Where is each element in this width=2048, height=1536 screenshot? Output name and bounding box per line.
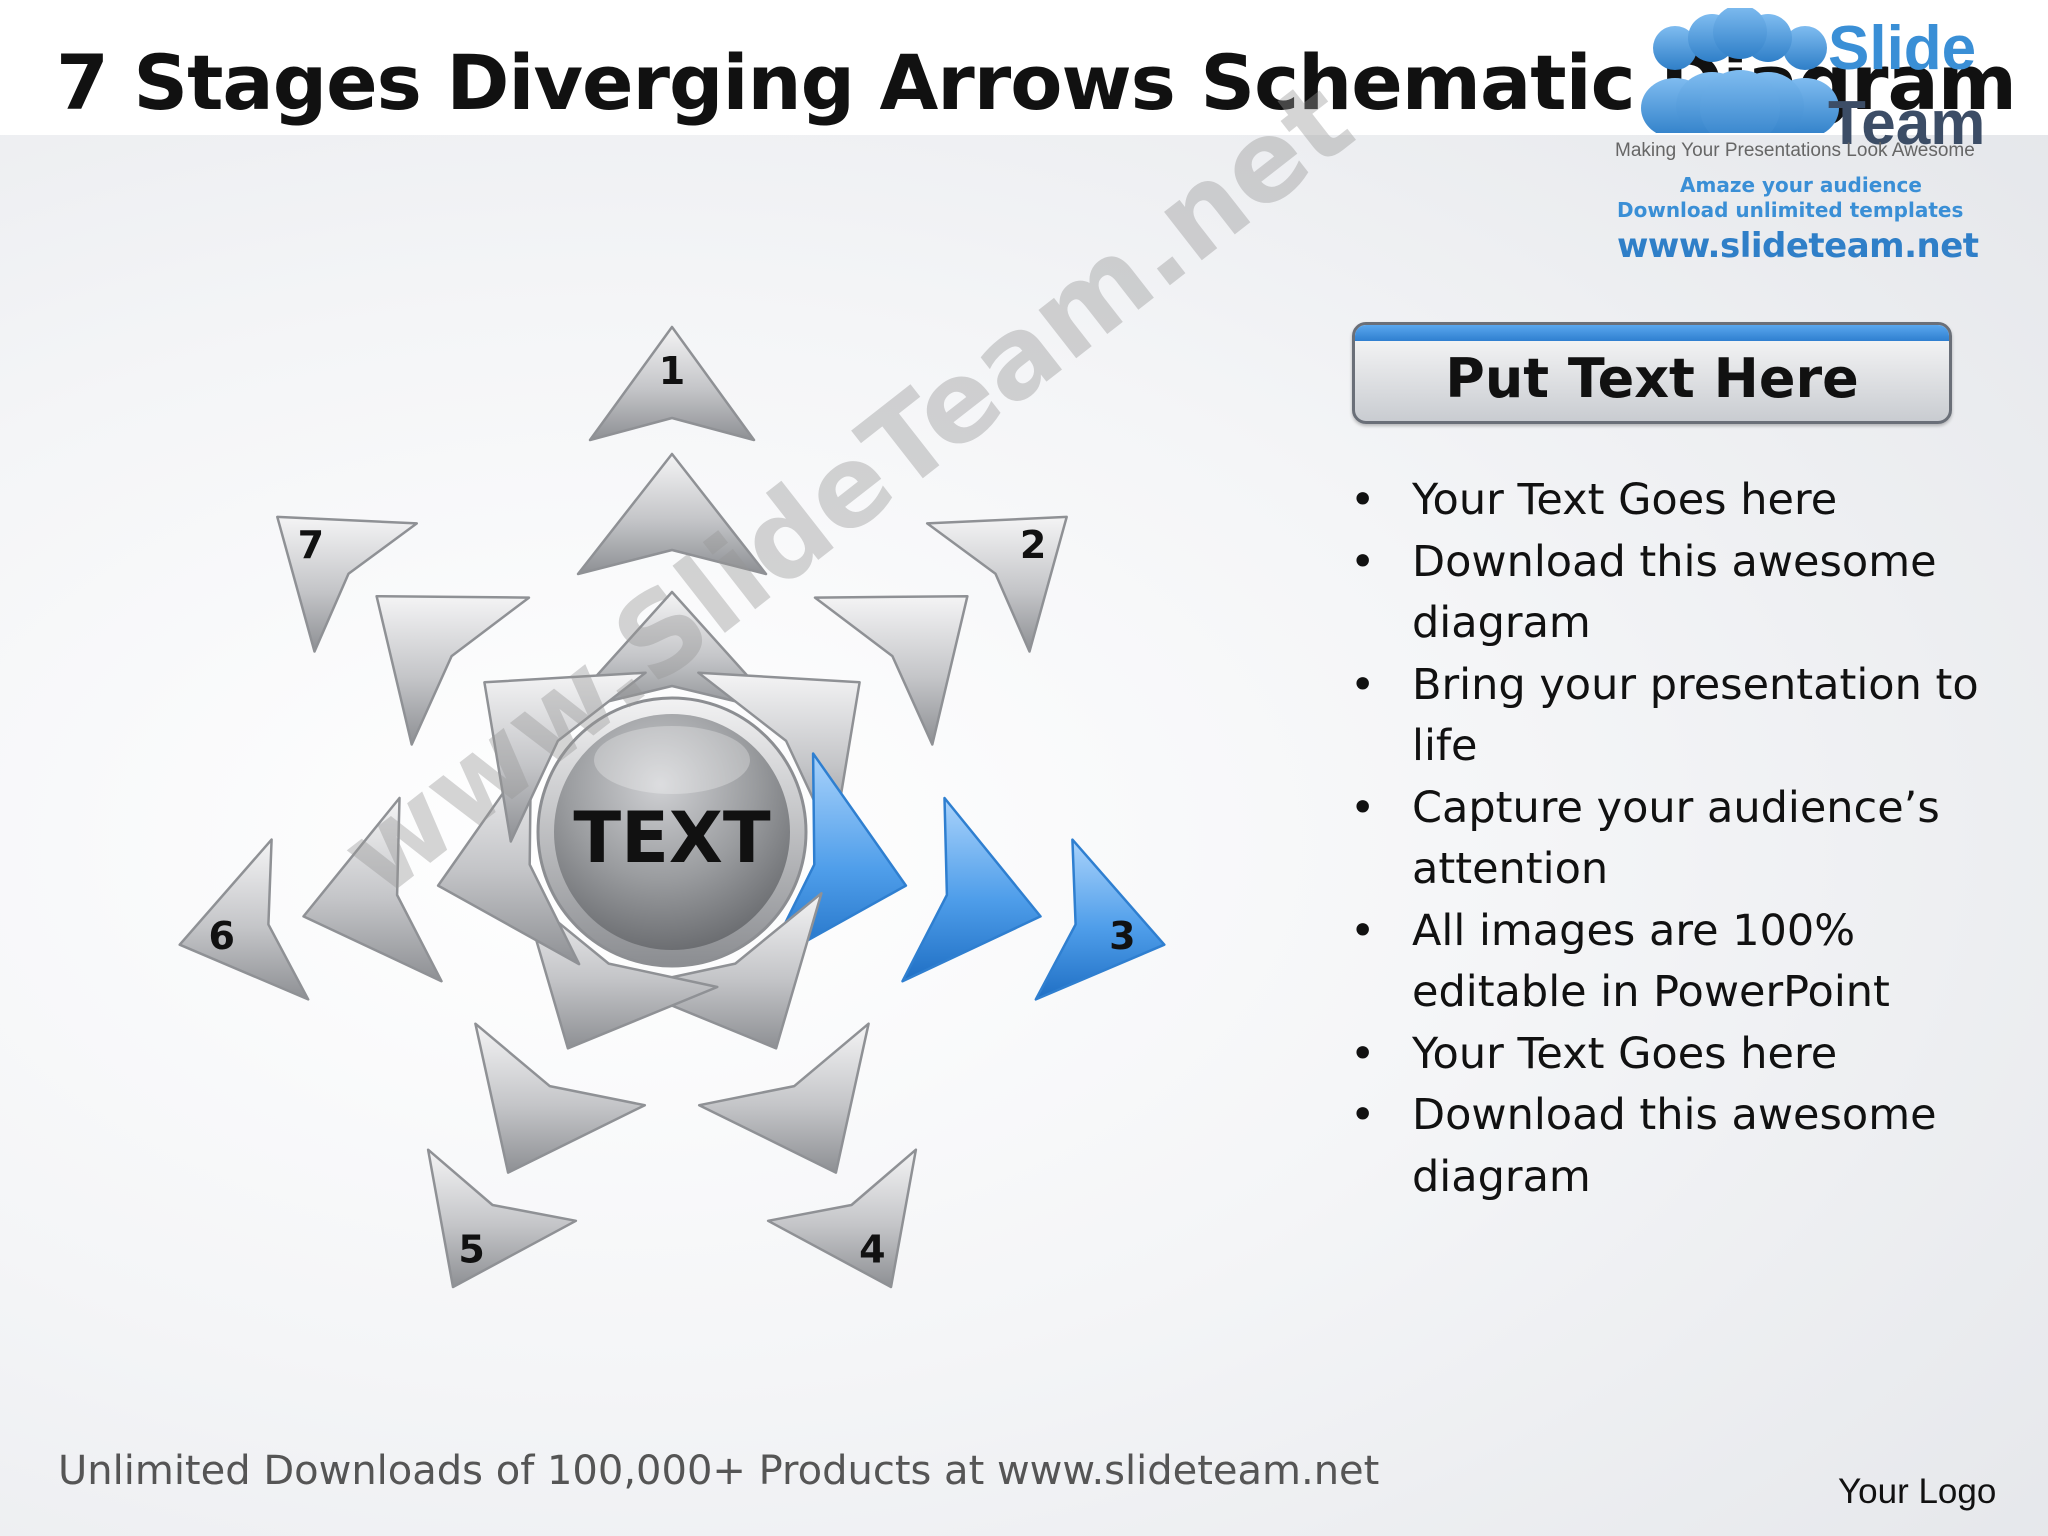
arrow-segment	[901, 796, 1042, 983]
arrow-segment	[576, 452, 768, 576]
bullet-dot: •	[1350, 659, 1376, 710]
bullet-dot: •	[1350, 475, 1376, 525]
bullet-dot: •	[1350, 905, 1376, 956]
arrow-segment	[375, 594, 531, 746]
stage-label-6: 6	[208, 914, 234, 958]
footer-text: Unlimited Downloads of 100,000+ Products…	[58, 1448, 1380, 1494]
brand-logo: Slide Team Making Your Presentations Loo…	[1600, 8, 2040, 268]
stage-label-7: 7	[298, 523, 324, 567]
arrow-segment	[1034, 838, 1166, 1001]
brand-url[interactable]: www.slideteam.net	[1617, 226, 1979, 266]
center-hub: TEXT	[536, 696, 808, 968]
brand-name-team: Team	[1828, 89, 1986, 158]
bullet-dot: •	[1350, 1028, 1376, 1079]
bullet-dot: •	[1350, 536, 1376, 587]
stage-label-1: 1	[659, 349, 685, 393]
stage-label-4: 4	[859, 1227, 885, 1271]
bullet-item: • Capture your audience’s attention	[1350, 778, 1990, 901]
bullet-item: • Your Text Goes here	[1350, 1024, 1990, 1086]
arrow-segment	[925, 515, 1068, 653]
bullet-item: • Bring your presentation to life	[1350, 655, 1990, 778]
stage-label-5: 5	[458, 1227, 484, 1271]
bullet-dot: •	[1350, 1090, 1376, 1140]
brand-promo-line-2: Download unlimited templates	[1617, 198, 1964, 222]
stage-labels: 1 2 3 4 5 6 7	[208, 349, 1135, 1271]
bullet-item: • Download this awesome diagram	[1350, 1085, 1990, 1208]
bullet-dot: •	[1350, 782, 1376, 833]
bullet-list: • Your Text Goes here • Download this awes…	[1350, 470, 1990, 1208]
text-header: Put Text Here	[1445, 347, 1859, 410]
arrow-segment	[426, 1148, 578, 1289]
brand-promo-line-1: Amaze your audience	[1680, 173, 1922, 197]
logo-placeholder: Your Logo	[1838, 1472, 1997, 1511]
stage-label-3: 3	[1109, 914, 1135, 958]
text-header-box: Put Text Here	[1352, 322, 1952, 424]
people-icon	[1641, 8, 1839, 133]
arrow-segment	[697, 1022, 870, 1174]
arrows-layer	[178, 325, 1166, 1289]
arrow-segment	[276, 515, 419, 653]
bullet-text: All images are 100% editable in PowerPoi…	[1412, 905, 1890, 1018]
stage-arrow-3	[763, 752, 1166, 1001]
arrow-segment	[813, 594, 969, 746]
bullet-text: Download this awesome diagram	[1412, 536, 1937, 649]
center-label: TEXT	[573, 797, 771, 879]
bullet-text: Your Text Goes here	[1412, 1028, 1838, 1079]
bullet-text: Capture your audience’s attention	[1412, 782, 1940, 895]
brand-name-slide: Slide	[1828, 14, 1977, 83]
bullet-item: • Your Text Goes here	[1350, 470, 1990, 532]
diverging-arrows-diagram: TEXT 1 2 3 4 5 6 7	[178, 325, 1166, 1289]
arrow-segment	[483, 671, 647, 843]
bullet-item: • All images are 100% editable in PowerPo…	[1350, 901, 1990, 1024]
stage-arrow-7	[276, 515, 647, 843]
arrow-segment	[302, 796, 443, 983]
bullet-text: Download this awesome diagram	[1412, 1090, 1937, 1202]
bullet-text: Bring your presentation to life	[1412, 659, 1979, 772]
brand-tagline: Making Your Presentations Look Awesome	[1615, 140, 1975, 161]
arrow-segment	[178, 838, 310, 1001]
stage-label-2: 2	[1020, 523, 1046, 567]
bullet-item: • Download this awesome diagram	[1350, 532, 1990, 655]
stage-arrow-5	[426, 892, 719, 1289]
bullet-text: Your Text Goes here	[1412, 475, 1838, 525]
arrow-segment	[474, 1022, 647, 1174]
arrow-segment	[588, 325, 756, 442]
stage-arrow-6	[178, 752, 581, 1001]
stage-arrow-4	[625, 892, 918, 1289]
header-box-accent-strip	[1355, 325, 1949, 341]
arrow-segment	[766, 1148, 918, 1289]
